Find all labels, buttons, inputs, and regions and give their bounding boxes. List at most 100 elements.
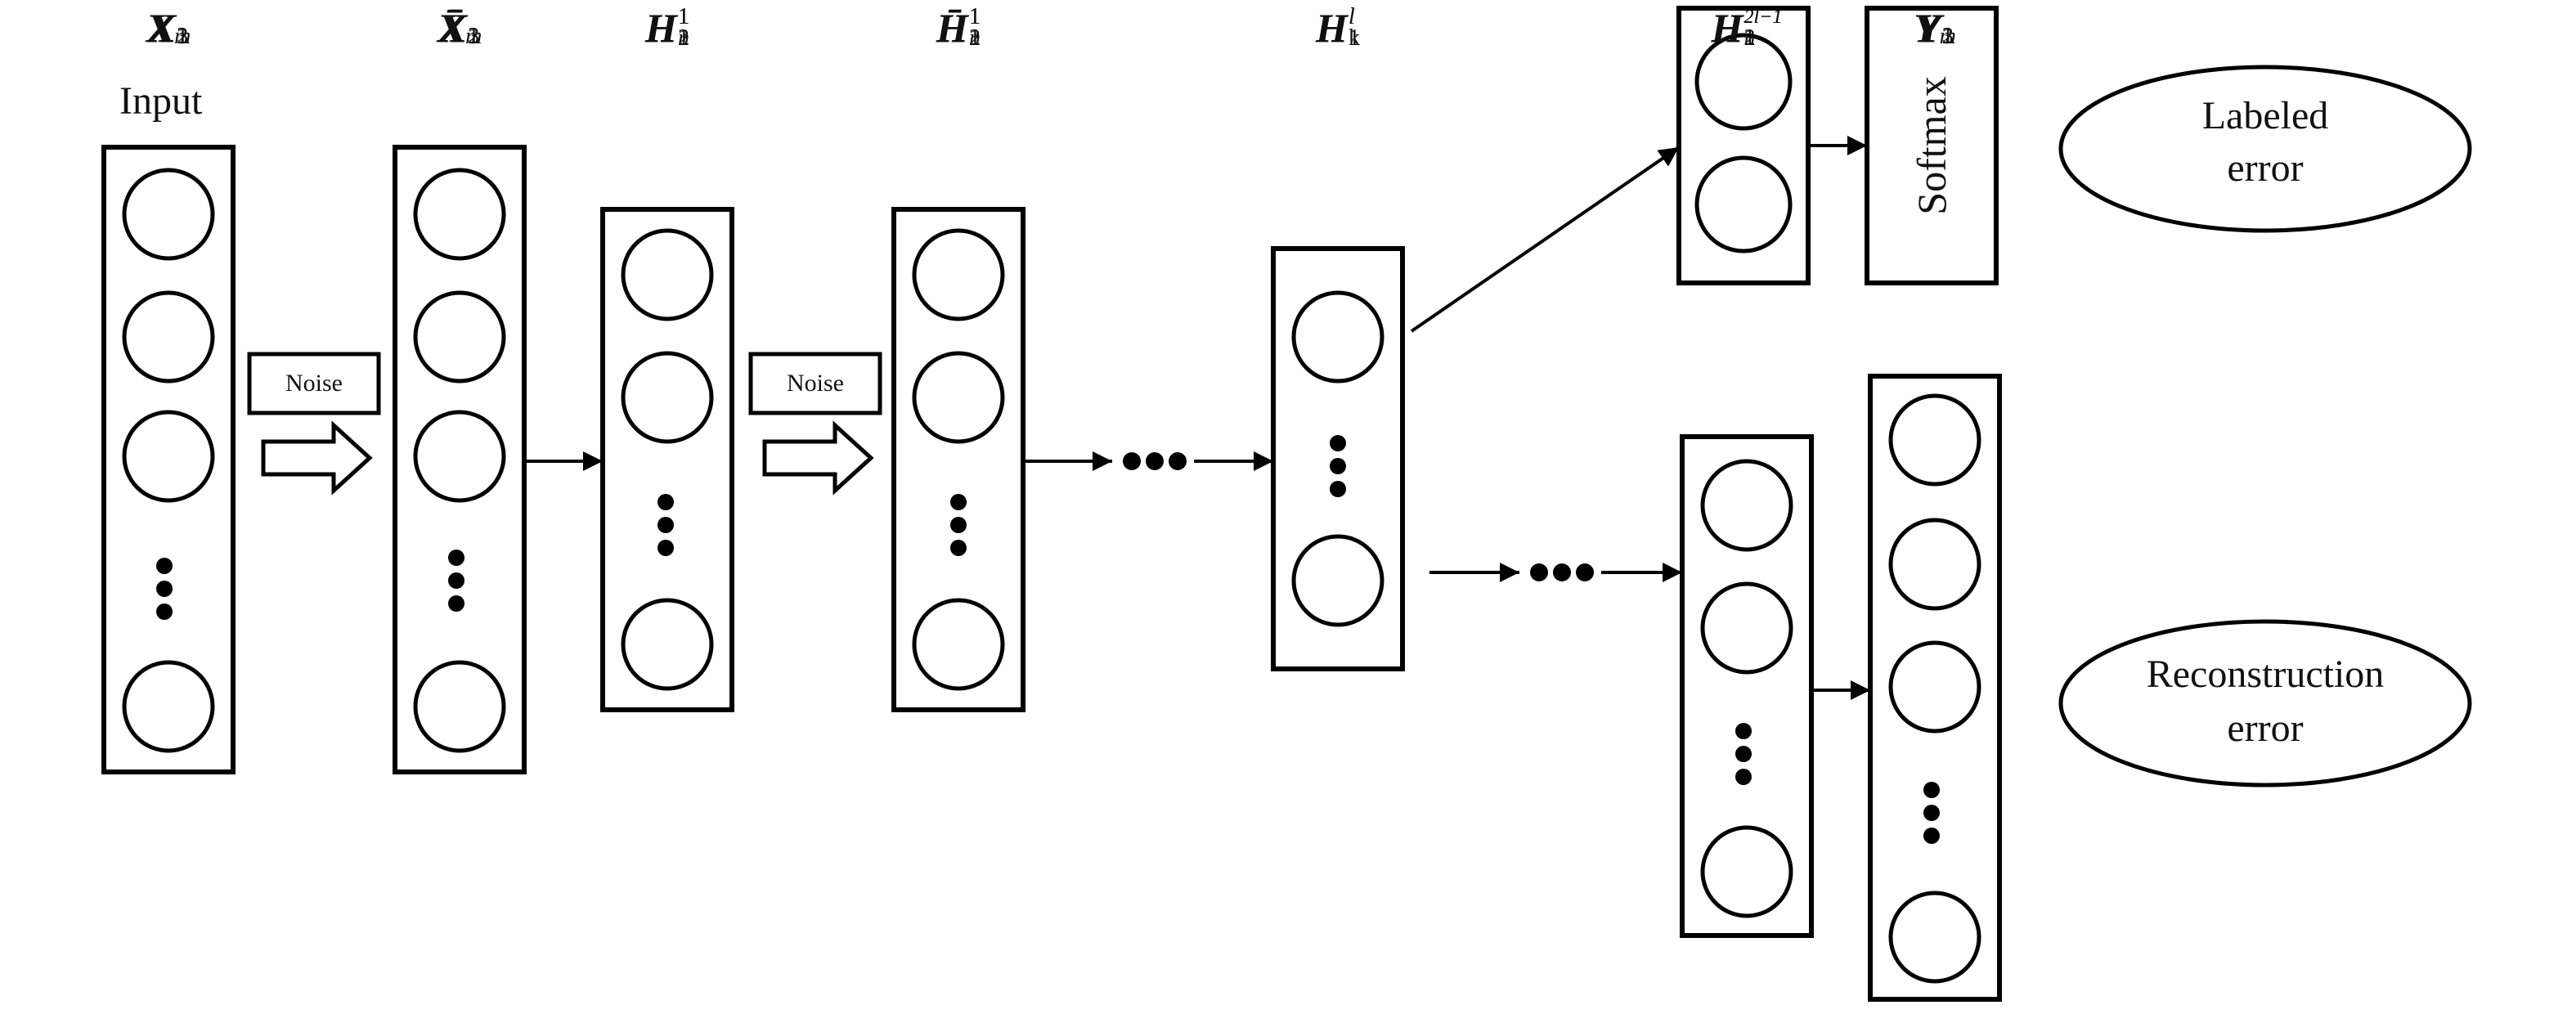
node-scripts: 3 [177, 8, 189, 49]
node-hbar1-1 [912, 228, 1005, 321]
arrow-code-to-classifier [1410, 146, 1681, 333]
node-xm [122, 660, 215, 753]
code-layer-box [1271, 246, 1405, 671]
node-subscript: 2 [1941, 24, 1954, 49]
node-symbol: H [1711, 5, 1744, 51]
noisy-input-nodes-label: X̄m [411, 0, 509, 56]
node-symbol: H [645, 5, 677, 51]
output-vertical-dots [1923, 782, 1940, 844]
softmax-label: Softmax [1909, 76, 1954, 215]
node-h2l-1 [1700, 459, 1793, 552]
hidden1-vertical-dots [657, 494, 674, 556]
node-subscript: n [968, 25, 981, 51]
node-scripts: 3 [1941, 8, 1954, 49]
node-subscript: n [1744, 25, 1756, 51]
node-subscript: 1 [1744, 25, 1756, 51]
node-superscript: 1 [677, 4, 689, 29]
node-scripts: m [1940, 8, 1956, 48]
node-symbol: H [645, 5, 677, 51]
labeled-error-line1: Labeled [2201, 94, 2329, 137]
node-subscript: 3 [1941, 24, 1954, 49]
node-x1 [122, 168, 215, 261]
node-hl-1 [1291, 290, 1384, 384]
node-y2 [1888, 518, 1981, 611]
node-scripts: 1 [468, 8, 479, 48]
code-vertical-dots [1330, 435, 1346, 497]
reconstruction-error-line1: Reconstruction [2146, 653, 2385, 696]
noise-label-1: Noise [285, 370, 343, 397]
node-symbol: H̄ [936, 5, 968, 51]
node-subscript: 1 [177, 24, 189, 49]
node-x3 [122, 410, 215, 503]
node-h2l-n [1700, 825, 1793, 918]
node-h2l-2 [1700, 581, 1793, 675]
node-symbol: X [148, 5, 177, 51]
node-symbol: X [148, 5, 177, 51]
node-subscript: 1 [1348, 25, 1360, 51]
node-superscript: 2l−1 [1744, 7, 1783, 28]
node-scripts: m [465, 8, 482, 48]
node-class-1 [1694, 33, 1793, 131]
node-subscript: 2 [677, 25, 689, 51]
node-symbol: H [1316, 5, 1348, 51]
noise-arrow-1 [261, 420, 373, 496]
node-subscript: 1 [677, 25, 689, 51]
node-y1 [1888, 393, 1981, 487]
node-scripts: 2 [1941, 8, 1954, 49]
decoder-layer-box [1680, 434, 1814, 938]
noisy-hidden1-layer-box [891, 207, 1025, 712]
node-xbar1 [413, 168, 506, 261]
node-xbar3 [413, 410, 506, 503]
node-xbarm [413, 660, 506, 753]
node-subscript: k [1348, 25, 1360, 51]
decoder-vertical-dots [1735, 723, 1752, 785]
node-ym [1888, 891, 1981, 984]
node-subscript: 3 [177, 24, 189, 49]
node-scripts: m [174, 8, 191, 48]
node-symbol: X [146, 5, 174, 51]
node-symbol: H̄ [936, 5, 968, 51]
node-hbar1-n [912, 598, 1005, 691]
node-h1-n [621, 598, 714, 691]
reconstruction-error-line2: error [2227, 707, 2304, 750]
node-symbol: Y [1916, 5, 1941, 51]
node-scripts: 3 [468, 8, 479, 48]
reconstruction-error-ellipse [2058, 619, 2472, 787]
node-hl-k [1291, 534, 1384, 627]
node-symbol: H̄ [936, 5, 968, 51]
noise-arrow-2 [762, 420, 874, 496]
input-label: Input [119, 79, 203, 123]
node-superscript: 2l−1 [1744, 7, 1783, 28]
node-subscript: 2 [1744, 25, 1756, 51]
noisy-input-nodes-label: X̄2 [411, 0, 509, 56]
input-layer-box [101, 145, 236, 774]
encoder-horizontal-dots [1123, 452, 1187, 470]
labeled-error-text: Labeled error [2102, 90, 2429, 195]
node-symbol: Y [1916, 5, 1941, 51]
labeled-error-ellipse [2058, 65, 2472, 233]
noisy-input-nodes-label: X̄3 [411, 0, 509, 56]
node-symbol: H [1711, 5, 1744, 51]
node-symbol: X [148, 5, 177, 51]
